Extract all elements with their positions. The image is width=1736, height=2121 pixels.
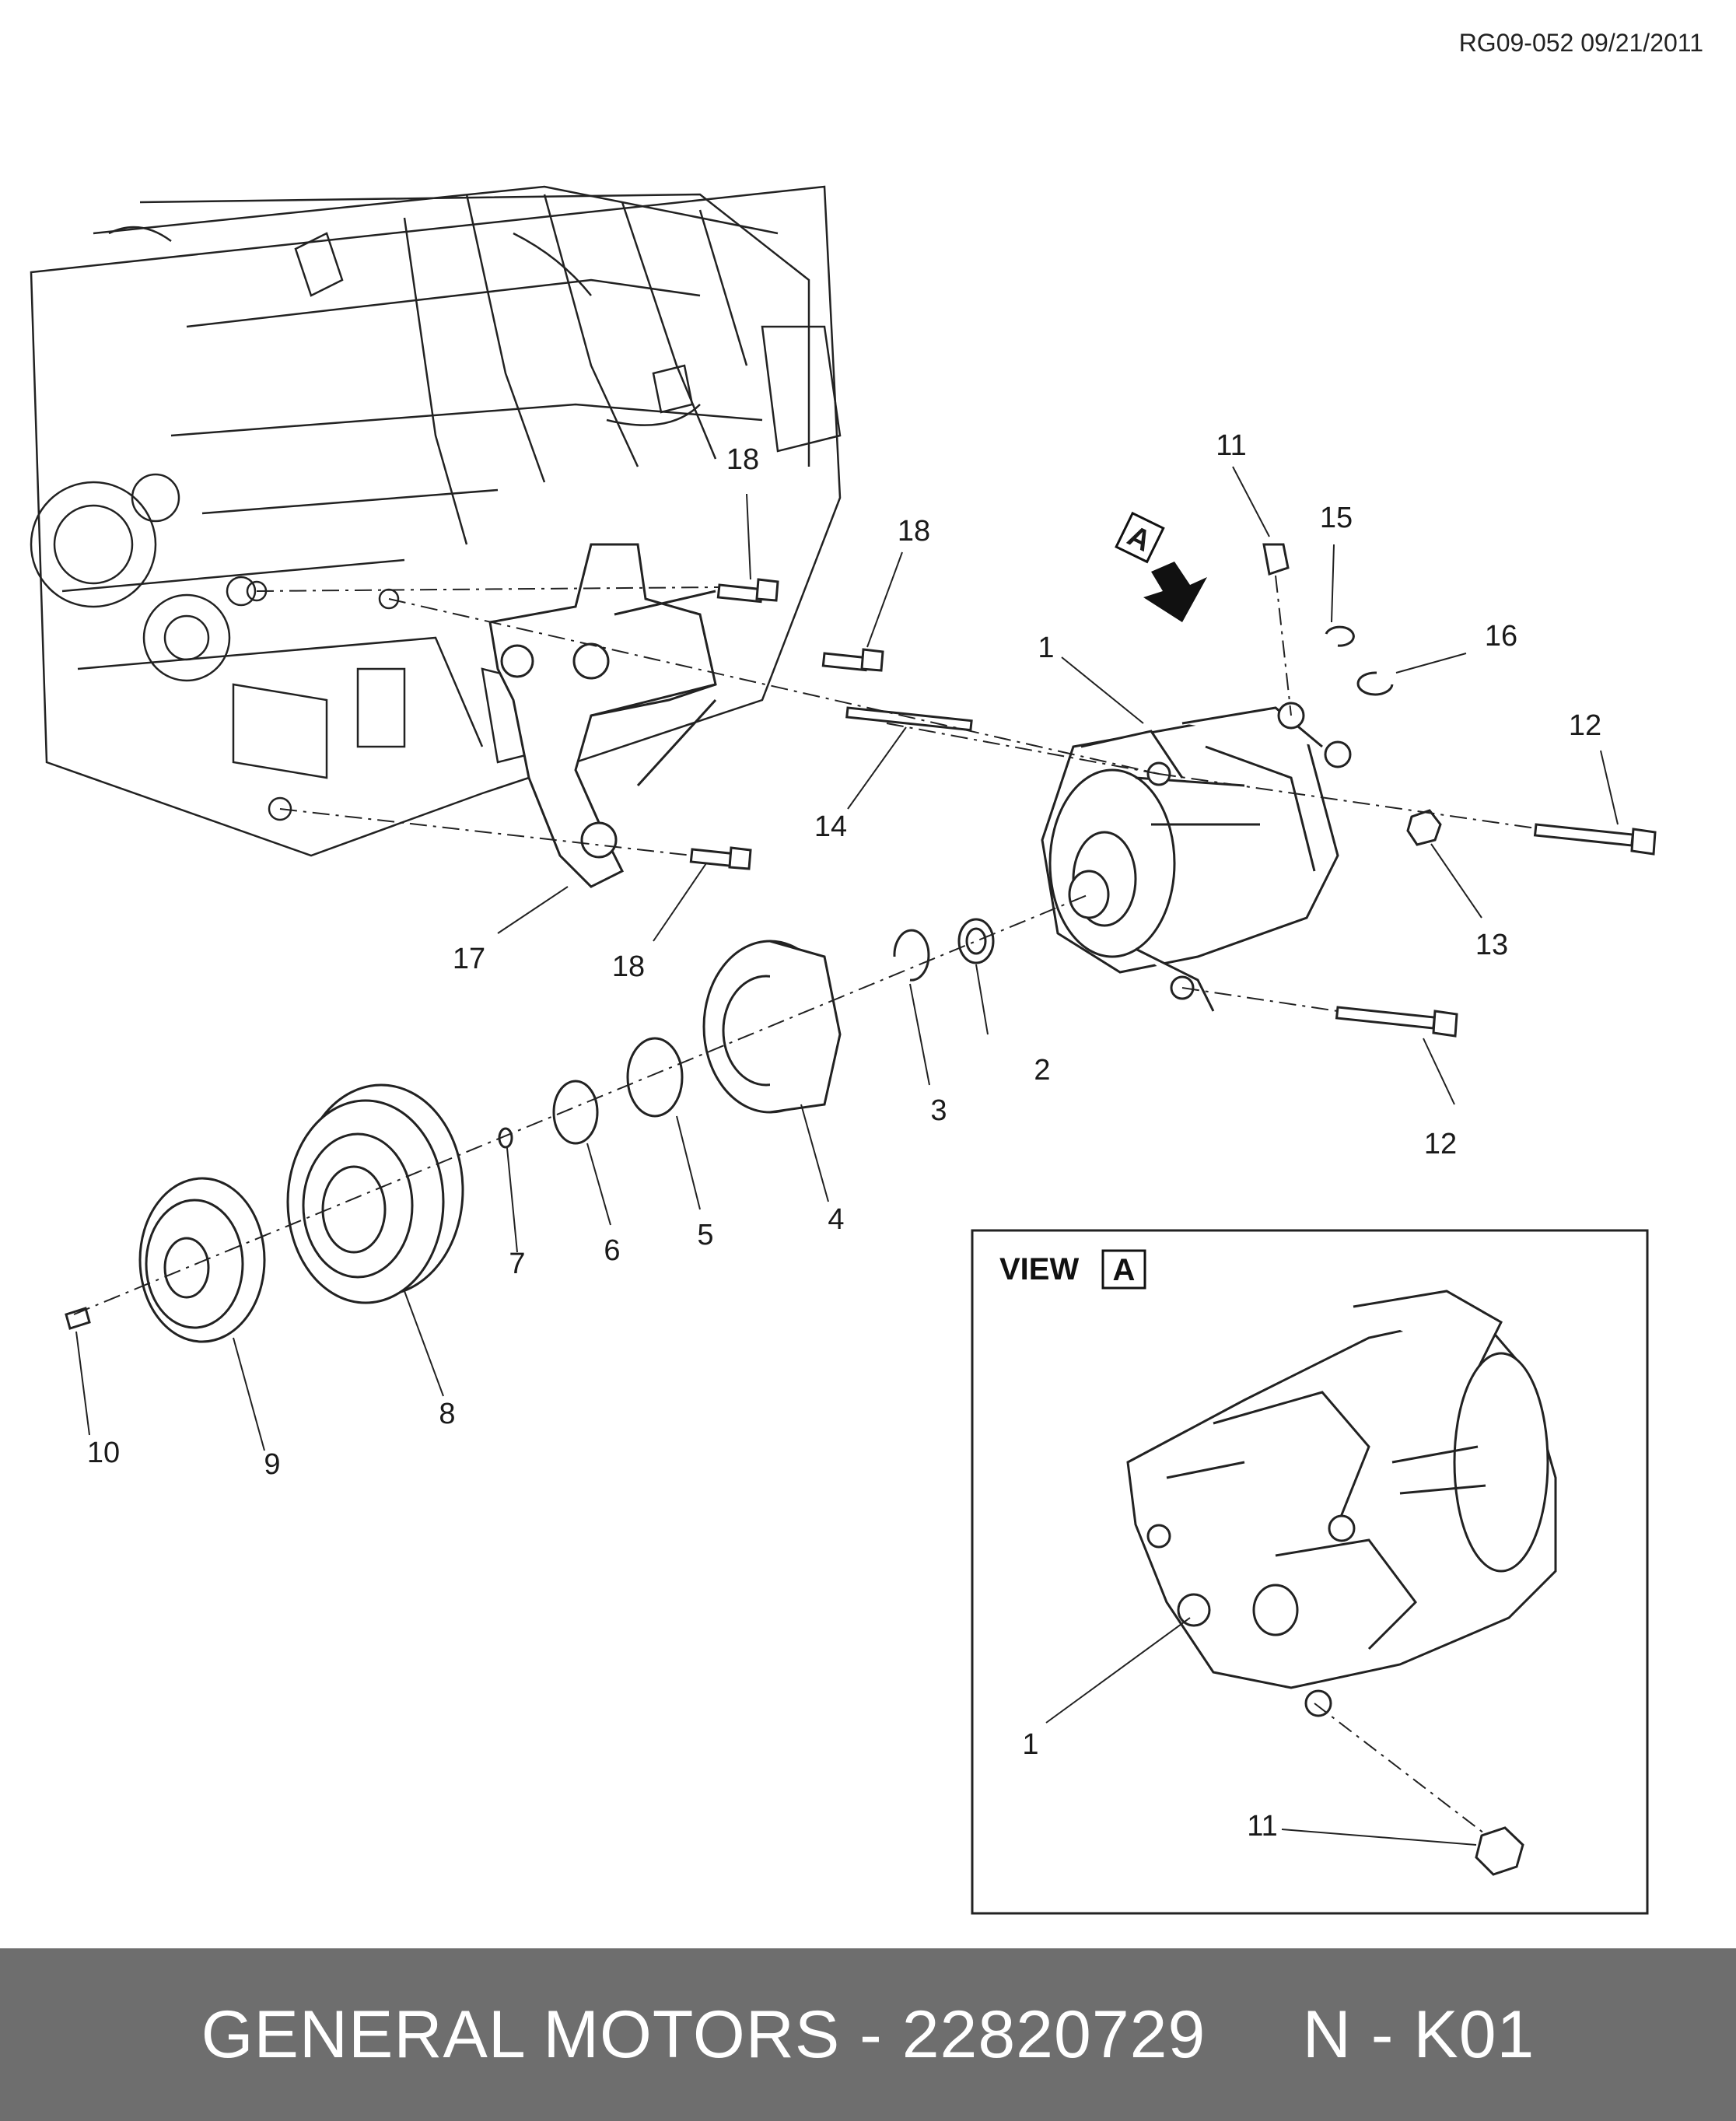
fasteners-drawing bbox=[689, 543, 1657, 1038]
callout-18-top: 18 bbox=[726, 443, 759, 476]
callout-3: 3 bbox=[930, 1094, 947, 1127]
callout-12-upper: 12 bbox=[1569, 709, 1601, 742]
callout-18-right: 18 bbox=[898, 515, 930, 548]
view-letter: A bbox=[1113, 1253, 1136, 1287]
document-code: RG09-052 09/21/2011 bbox=[1459, 29, 1703, 57]
clutch-parts-drawing bbox=[65, 918, 995, 1343]
callout-1: 1 bbox=[1038, 632, 1054, 664]
callout-12-lower: 12 bbox=[1424, 1128, 1457, 1160]
assembly-centerlines bbox=[73, 575, 1537, 1315]
exploded-parts-diagram: RG09-052 09/21/2011 bbox=[30, 29, 1703, 1915]
callout-9: 9 bbox=[264, 1448, 280, 1481]
footer-banner: GENERAL MOTORS - 22820729 N - K01 bbox=[0, 1948, 1736, 2121]
callout-18-bottom: 18 bbox=[612, 950, 645, 983]
snap-ring-3-drawing bbox=[893, 929, 930, 982]
view-callout-1: 1 bbox=[1022, 1728, 1038, 1761]
view-callout-11: 11 bbox=[1247, 1810, 1277, 1843]
snap-ring-5-drawing bbox=[626, 1037, 684, 1118]
callout-11: 11 bbox=[1216, 429, 1246, 462]
footer-text: GENERAL MOTORS - 22820729 N - K01 bbox=[201, 1997, 1535, 2074]
view-a-fitting-drawing bbox=[1475, 1826, 1524, 1876]
ac-compressor-drawing bbox=[1041, 702, 1352, 1012]
view-a-direction-arrow: A bbox=[1115, 511, 1207, 622]
hub-bolt-drawing bbox=[65, 1307, 91, 1330]
callout-15: 15 bbox=[1320, 502, 1353, 534]
compressor-bracket-drawing bbox=[488, 543, 717, 888]
footer-brand: GENERAL MOTORS bbox=[201, 1997, 841, 2072]
engine-block-drawing bbox=[30, 185, 842, 857]
callout-13: 13 bbox=[1475, 929, 1508, 961]
callout-17: 17 bbox=[453, 943, 485, 975]
callout-7: 7 bbox=[509, 1248, 525, 1280]
callout-5: 5 bbox=[697, 1219, 713, 1251]
footer-code: N - K01 bbox=[1302, 1997, 1535, 2072]
view-a-compressor-drawing bbox=[1126, 1290, 1557, 1717]
callout-leaders bbox=[75, 466, 1619, 1451]
snap-ring-6-drawing bbox=[552, 1080, 599, 1145]
footer-separator: - bbox=[859, 1997, 883, 2072]
callout-14: 14 bbox=[814, 810, 847, 843]
view-title: VIEW bbox=[999, 1252, 1079, 1286]
callout-16: 16 bbox=[1485, 620, 1517, 653]
view-a-inset: VIEW A 1 11 bbox=[971, 1229, 1649, 1915]
callout-6: 6 bbox=[604, 1234, 620, 1267]
callout-8: 8 bbox=[439, 1398, 455, 1430]
callout-numbers: 1 2 3 4 5 6 7 8 9 10 11 12 12 13 14 15 1… bbox=[87, 429, 1601, 1481]
footer-part-number: 22820729 bbox=[901, 1997, 1206, 2072]
callout-4: 4 bbox=[828, 1203, 844, 1236]
callout-2: 2 bbox=[1034, 1054, 1050, 1087]
callout-10: 10 bbox=[87, 1437, 120, 1469]
